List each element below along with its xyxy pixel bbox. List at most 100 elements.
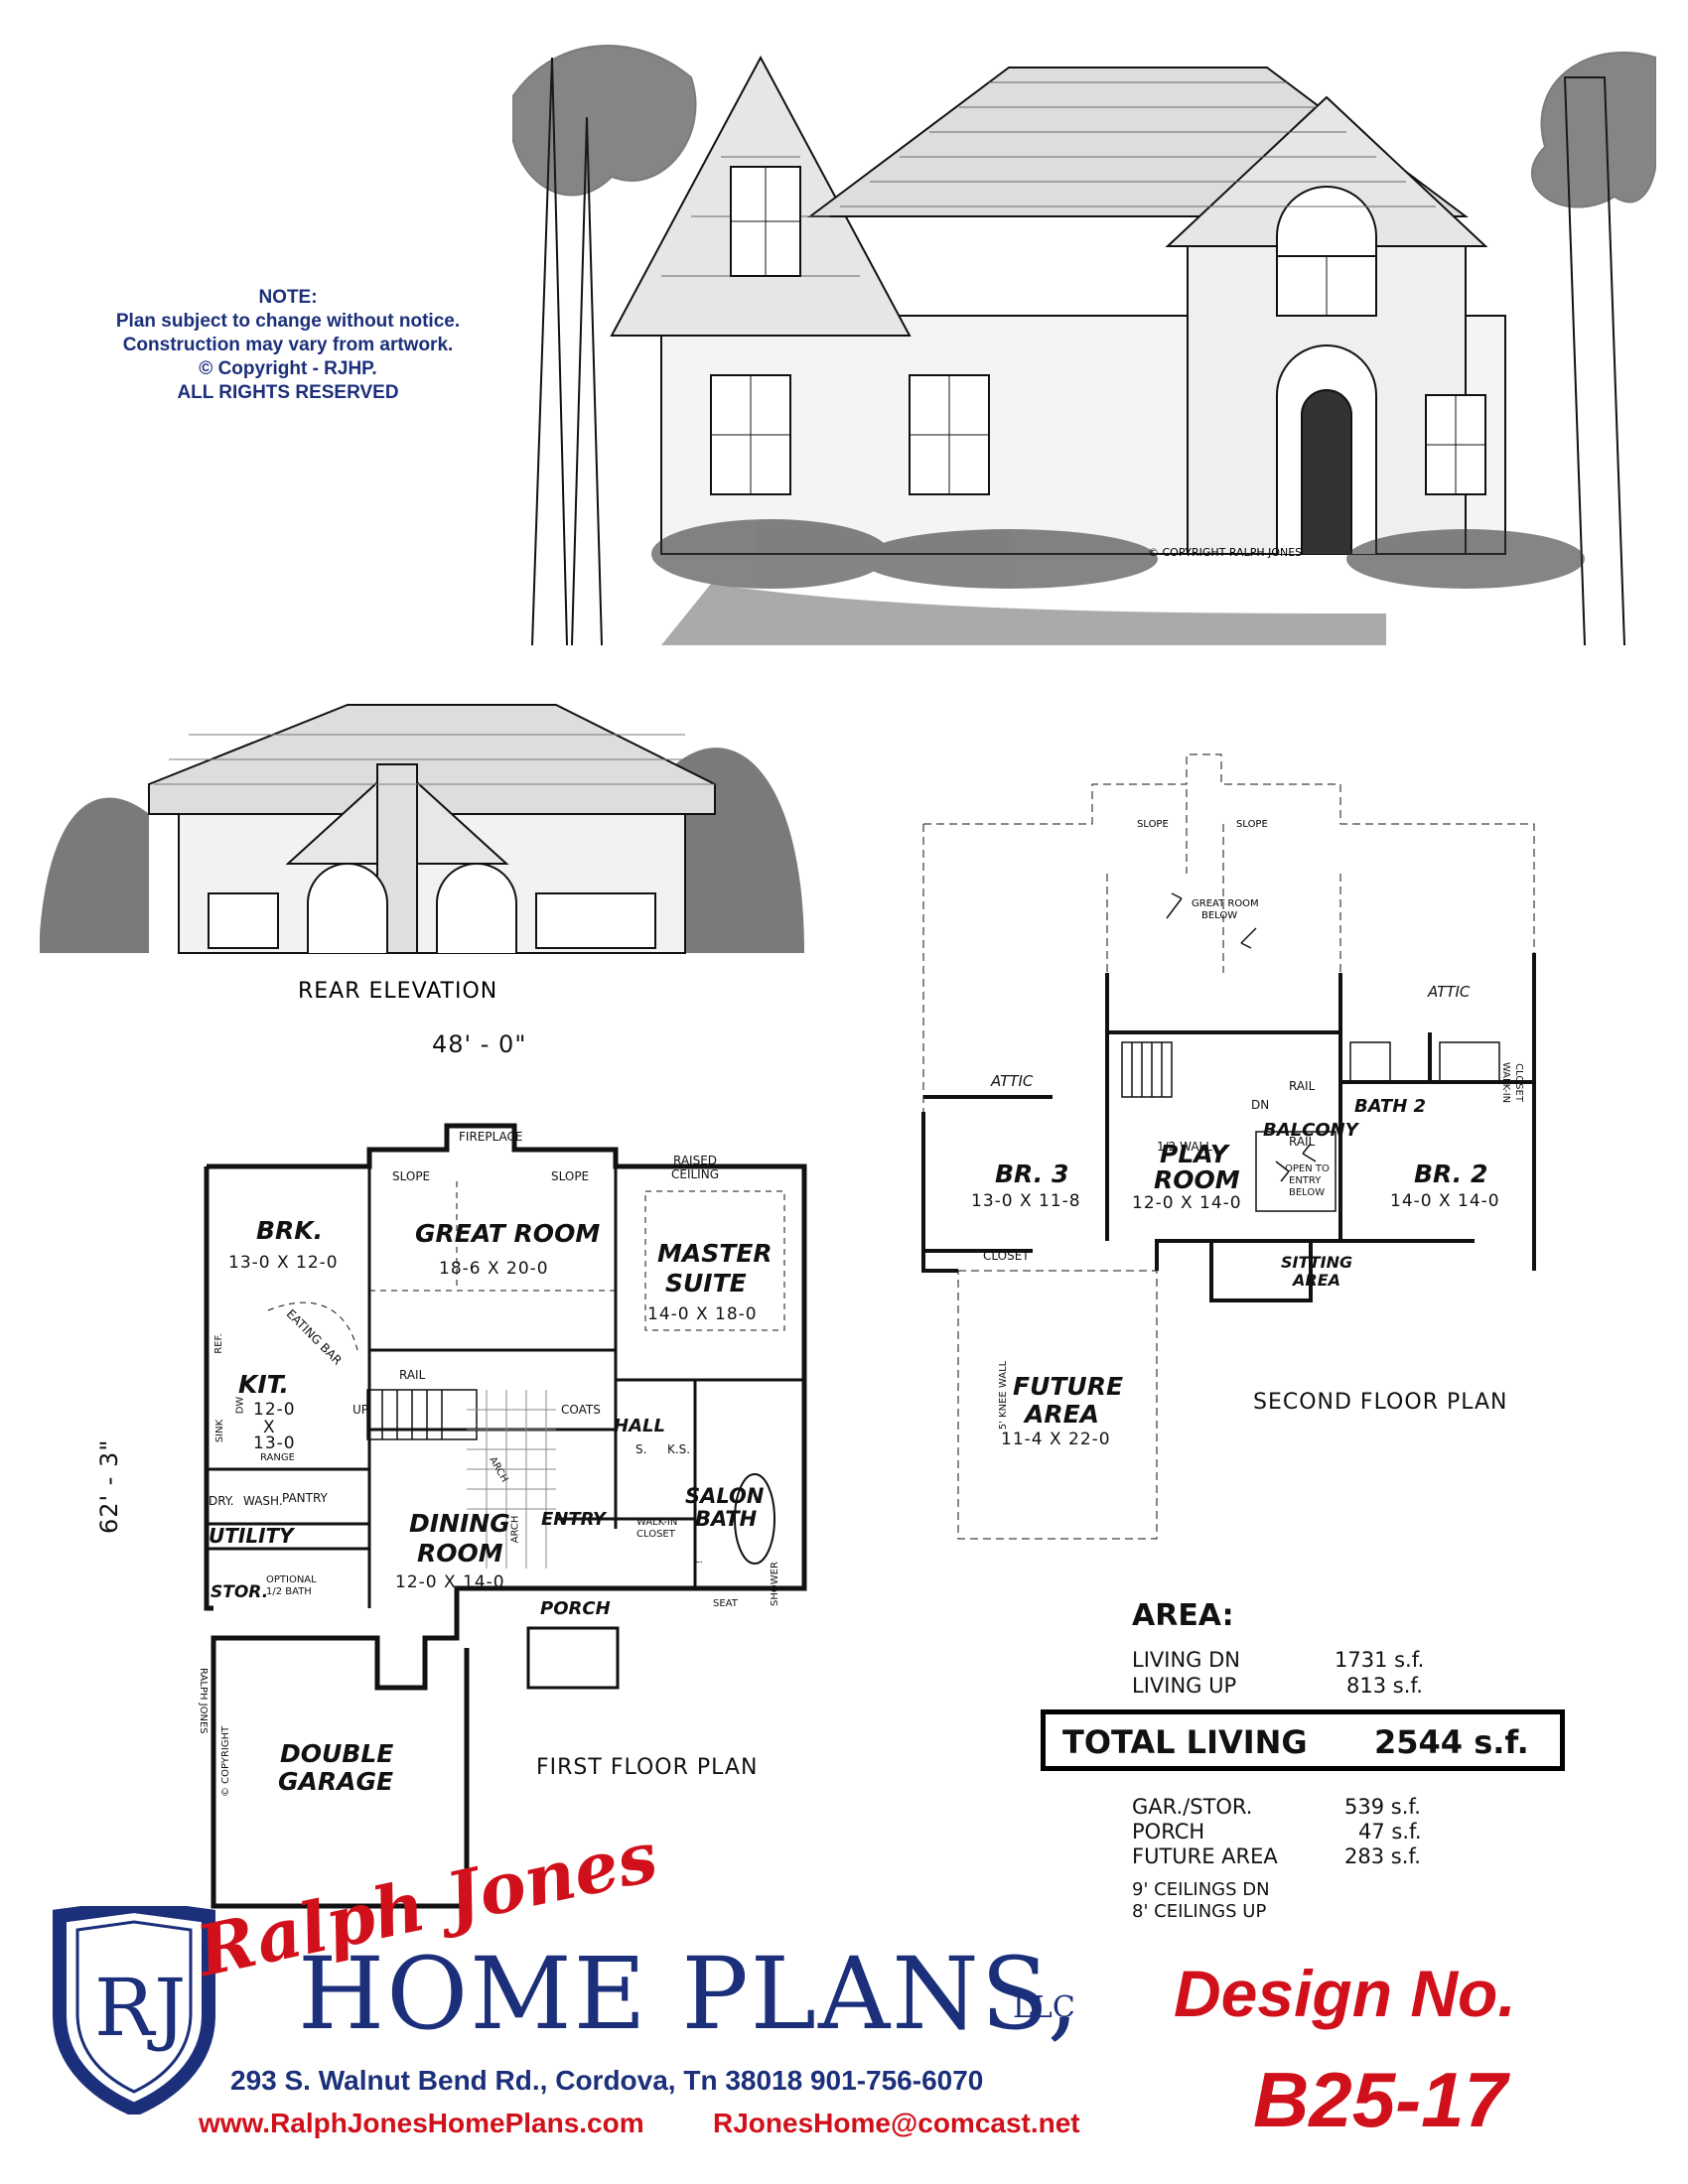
walkin-label-2nd: WALK-IN	[1500, 1061, 1512, 1104]
second-slope-1: SLOPE	[1137, 819, 1169, 830]
living-dn-label: LIVING DN	[1132, 1648, 1240, 1672]
logo-monogram: RJ	[94, 1962, 186, 2054]
attic-left: ATTIC	[991, 1072, 1034, 1090]
rail-label-2nd-1: RAIL	[1289, 1079, 1316, 1093]
company-address: 293 S. Walnut Bend Rd., Cordova, Tn 3801…	[230, 2065, 984, 2096]
closet-label: CLOSET	[636, 1529, 675, 1540]
room-garage-2: GARAGE	[278, 1767, 394, 1796]
room-kit-size-2: X	[263, 1418, 276, 1437]
second-floor-plan: SLOPE SLOPE GREAT ROOM BELOW	[921, 753, 1536, 1540]
great-room-below-1: GREAT ROOM	[1192, 898, 1259, 909]
attic-right: ATTIC	[1428, 983, 1471, 1001]
living-dn-value: 1731 s.f.	[1335, 1648, 1425, 1672]
living-up-value: 813 s.f.	[1346, 1674, 1423, 1698]
room-stor: STOR.	[211, 1582, 269, 1602]
total-living-value: 2544 s.f.	[1374, 1723, 1529, 1761]
second-floor-caption: SECOND FLOOR PLAN	[1253, 1390, 1508, 1415]
half-bath-label: 1/2 BATH	[266, 1586, 312, 1597]
area-title: AREA:	[1132, 1598, 1234, 1633]
room-future-1: FUTURE	[1013, 1372, 1124, 1401]
total-living-box	[1041, 1709, 1565, 1771]
shower-label: SHOWER	[769, 1562, 780, 1606]
rj-shield-logo: RJ	[53, 1906, 215, 2115]
rail-label-2nd-2: RAIL	[1289, 1135, 1316, 1149]
pantry-label: PANTRY	[282, 1491, 328, 1505]
porch-area-value: 47 s.f.	[1358, 1820, 1422, 1843]
dry-label: DRY.	[209, 1494, 234, 1508]
front-copyright: © COPYRIGHT RALPH JONES	[1148, 546, 1302, 559]
dn-label: DN	[1251, 1098, 1270, 1112]
room-utility: UTILITY	[209, 1524, 294, 1548]
room-br3: BR. 3	[995, 1160, 1069, 1188]
rear-elevation-drawing: REAR ELEVATION	[40, 704, 804, 1003]
design-number-label: Design No.	[1174, 1957, 1516, 2030]
room-play-size: 12-0 X 14-0	[1132, 1193, 1242, 1213]
rail-label: RAIL	[399, 1368, 426, 1382]
ref-label: REF.	[212, 1333, 224, 1354]
second-floor-stair	[1121, 1041, 1500, 1212]
design-number-value: B25-17	[1253, 2056, 1507, 2143]
room-master-1: MASTER	[657, 1239, 773, 1268]
room-play-2: ROOM	[1154, 1165, 1240, 1194]
gar-label: GAR./STOR.	[1132, 1795, 1253, 1819]
up-label: UP	[352, 1403, 369, 1417]
optional-label: OPTIONAL	[266, 1574, 317, 1585]
room-brk-size: 13-0 X 12-0	[228, 1253, 339, 1273]
room-hall: HALL	[614, 1416, 665, 1436]
open-to-label: OPEN TO	[1285, 1163, 1330, 1174]
tree-right	[1530, 51, 1656, 645]
second-slope-2: SLOPE	[1236, 819, 1268, 830]
ks-label: K.S.	[667, 1442, 691, 1456]
first-floor-width-dim: 48' - 0"	[432, 1030, 527, 1058]
dw-label: DW	[234, 1396, 246, 1415]
l-label: L.	[694, 1555, 703, 1566]
room-salon-2: BATH	[695, 1507, 758, 1531]
rear-elevation-caption: REAR ELEVATION	[298, 979, 497, 1003]
room-dining-2: ROOM	[417, 1539, 503, 1568]
range-label: RANGE	[260, 1452, 295, 1463]
note-line-2: Construction may vary from artwork.	[122, 335, 454, 355]
copyright-stamp: © COPYRIGHT	[220, 1725, 231, 1797]
shrubs	[651, 519, 1585, 589]
seat-label: SEAT	[713, 1598, 738, 1609]
room-great-room: GREAT ROOM	[415, 1219, 601, 1248]
closet-label-2nd: CLOSET	[1512, 1063, 1524, 1102]
balcony-label: BALCONY	[1263, 1120, 1358, 1141]
porch-area-label: PORCH	[1132, 1820, 1205, 1843]
future-area-value: 283 s.f.	[1344, 1844, 1421, 1868]
gar-value: 539 s.f.	[1344, 1795, 1421, 1819]
note-line-3: © Copyright - RJHP.	[199, 358, 377, 379]
first-floor-stair	[366, 1389, 478, 1440]
wash-label: WASH.	[243, 1494, 283, 1508]
room-master-2: SUITE	[665, 1269, 747, 1297]
s-label: S.	[635, 1442, 647, 1456]
knee-wall-label: 5' KNEE WALL	[998, 1360, 1010, 1431]
half-wall-label: 1/2 WALL	[1157, 1140, 1212, 1154]
company-email[interactable]: RJonesHome@comcast.net	[713, 2108, 1080, 2138]
open-entry-label: ENTRY	[1289, 1175, 1322, 1186]
open-below-label: BELOW	[1289, 1187, 1326, 1198]
company-website[interactable]: www.RalphJonesHomePlans.com	[199, 2108, 644, 2138]
room-dining-1: DINING	[409, 1509, 510, 1538]
room-play-1: PLAY	[1160, 1140, 1228, 1168]
room-kit: KIT.	[238, 1370, 289, 1399]
coats-label: COATS	[561, 1403, 601, 1417]
brand-home-plans: HOME PLANS,	[298, 1936, 1081, 2052]
arch-label-2: ARCH	[509, 1515, 521, 1544]
plan-note: NOTE: Plan subject to change without not…	[60, 286, 516, 405]
closet-label-br3: CLOSET	[983, 1249, 1030, 1263]
ceiling-label: CEILING	[671, 1167, 719, 1181]
living-up-label: LIVING UP	[1132, 1674, 1237, 1698]
first-floor-caption: FIRST FLOOR PLAN	[536, 1755, 759, 1780]
first-floor-plan	[204, 1123, 807, 1909]
room-future-size: 11-4 X 22-0	[1001, 1430, 1111, 1449]
bath-2-label: BATH 2	[1354, 1096, 1427, 1117]
room-entry: ENTRY	[541, 1509, 606, 1530]
fireplace-label: FIREPLACE	[459, 1130, 523, 1144]
total-living-label: TOTAL LIVING	[1062, 1723, 1308, 1761]
room-brk: BRK.	[256, 1216, 324, 1245]
front-elevation-drawing: © COPYRIGHT RALPH JONES	[512, 18, 1656, 645]
tree-left	[512, 44, 697, 645]
brand-llc: LLC	[1013, 1990, 1075, 2025]
ralph-jones-stamp: RALPH JONES	[198, 1668, 209, 1734]
